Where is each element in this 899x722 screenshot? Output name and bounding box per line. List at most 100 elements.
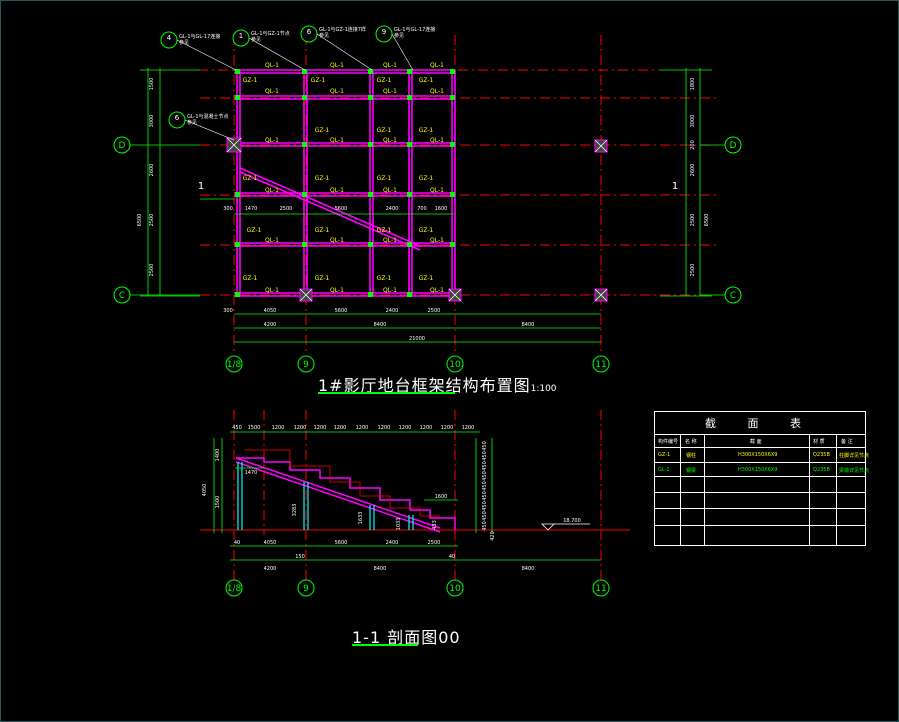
row-gl-id: GL-1 [658,467,670,473]
dim-inner-1: 300 [223,206,233,212]
sec-right-dim: 450 [482,491,488,501]
plan-row-label-d-right: D [730,141,737,151]
sec-top-dim: 1200 [314,425,327,431]
dim-left-v-3: 2600 [149,164,155,177]
plan-scale: 1:100 [530,384,557,394]
column-label: GZ-1 [377,77,392,84]
callout-number-3: 6 [307,28,312,36]
sec-bottom-dim-6: 40 [449,554,455,560]
dim-left-small: 300 [223,308,233,314]
plan-row-label-d-left: D [119,141,126,151]
beam-label: QL-1 [383,237,397,244]
sec-right-dim: 450 [482,451,488,461]
table-header-section: 截 面 [750,439,762,445]
row-gz-name: 钢柱 [686,453,697,459]
plan-axis-label-3: 10 [449,360,461,370]
table-divider [655,434,865,435]
sec-bottom2-dim-3: 8400 [374,566,387,572]
beam-label: QL-1 [330,237,344,244]
sec-top-dim: 1200 [462,425,475,431]
plan-row-label-c-right: C [730,291,736,301]
dim-right-v-3: 200 [690,140,696,150]
sec-inner-dim-6: 1600 [435,494,448,500]
row-gz-section: H300X150X6X9 [738,452,778,458]
callout-number-5: 6 [175,114,180,122]
plan-axis-label-1: 1/8 [227,360,242,370]
callout-number-1: 4 [167,34,172,42]
sec-right-dim: 450 [482,481,488,491]
beam-label: QL-1 [383,187,397,194]
beam-label: QL-1 [430,187,444,194]
plan-callout-circles [160,25,393,129]
plan-column-crosses [226,137,608,302]
dim-right-v-4: 2600 [690,164,696,177]
plan-title-underline [318,392,455,394]
sec-bottom2-dim-2: 150 [295,554,305,560]
section-dimension-lines [213,431,601,561]
sec-top-dim: 1200 [272,425,285,431]
table-title: 截 面 表 [705,417,815,430]
section-columns [237,462,414,530]
sec-top-dim: 1200 [399,425,412,431]
section-mark-left: 1 [198,181,204,192]
table-divider [655,525,865,526]
sec-bottom-dim-2: 4050 [264,540,277,546]
column-label: GZ-1 [311,77,326,84]
column-label: GZ-1 [419,127,434,134]
plan-callout-leaders [176,33,414,141]
dim-left-v-1: 1500 [149,78,155,91]
section-step-outline [244,449,440,517]
dim-inner-5: 2400 [386,206,399,212]
column-label: GZ-1 [377,275,392,282]
table-divider [655,447,865,448]
plan-title-text: 1#影厅地台框架结构布置图 [318,376,531,395]
beam-label: QL-1 [330,62,344,69]
column-label: GZ-1 [419,77,434,84]
dim-right-v-1: 1800 [690,78,696,91]
beam-label: QL-1 [430,88,444,95]
row-gl-material: Q235B [813,467,830,473]
dim-inner-3: 2500 [280,206,293,212]
sec-top-dim: 1200 [356,425,369,431]
sec-top-dim: 1200 [420,425,433,431]
section-mark-right: 1 [672,181,678,192]
plan-axis-label-4: 11 [595,360,606,370]
beam-label: QL-1 [430,237,444,244]
callout-text-4: GL-1与GL-17连接参见 [394,26,435,39]
row-gz-id: GZ-1 [658,452,671,458]
sec-inner-dim-1: 1470 [245,470,258,476]
dim-inner-2: 1470 [245,206,258,212]
plan-concrete-columns [226,137,608,302]
sec-bottom-dim-1: 40 [234,540,240,546]
sec-bottom-dim-4: 2400 [386,540,399,546]
callout-text-1: GL-1与GL-17连接参见 [179,33,220,46]
beam-label: QL-1 [265,237,279,244]
section-title-text: 1-1 剖面图 [352,628,439,647]
dim-top-3: 2400 [386,308,399,314]
beam-label: QL-1 [265,88,279,95]
table-header-name: 名 称 [685,439,697,445]
dim-total: 21000 [409,336,425,342]
column-label: GZ-1 [243,275,258,282]
table-divider [655,462,865,463]
sec-left-dim-3: 1500 [215,496,221,509]
column-label: GZ-1 [315,275,330,282]
elevation-value: 18.700 [563,518,581,524]
plan-axis-bubbles [113,136,742,373]
sec-right-dim: 450 [482,441,488,451]
dim-right-v-5: 2500 [690,214,696,227]
sec-right-dim: 450 [482,471,488,481]
callout-number-4: 9 [382,28,386,36]
column-label: GZ-1 [419,175,434,182]
beam-label: QL-1 [265,137,279,144]
dim-right-total: 6500 [704,214,710,227]
section-axis-label-1: 1/8 [227,584,242,594]
dim-left-v-4: 2500 [149,214,155,227]
sec-top-dim: 1200 [441,425,454,431]
sec-bottom-dim-5: 2500 [428,540,441,546]
dim-right-v-6: 2500 [690,264,696,277]
beam-label: QL-1 [383,62,397,69]
beam-label: QL-1 [265,187,279,194]
dim-left-v-5: 2500 [149,264,155,277]
